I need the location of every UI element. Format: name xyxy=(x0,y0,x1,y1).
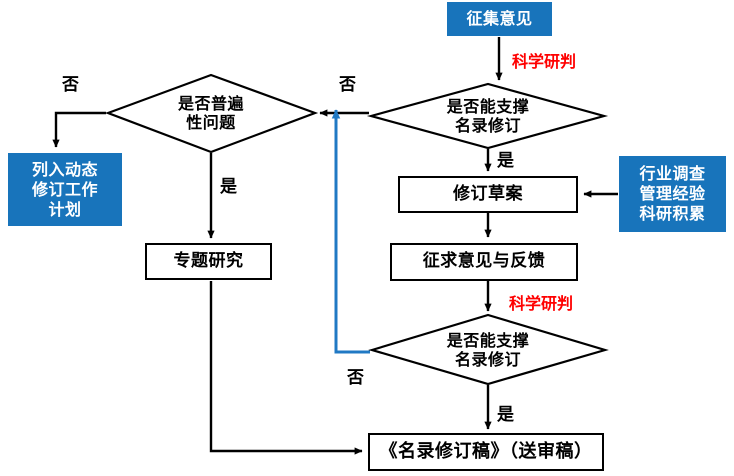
decision-support-bottom-line2: 名录修订 xyxy=(454,350,521,369)
label-yes-left: 是 xyxy=(220,177,237,197)
node-decision-support-bottom[interactable]: 是否能支撑 名录修订 xyxy=(408,322,568,378)
diamond-common-issue-shape xyxy=(104,73,319,154)
node-final-document[interactable]: 《名录修订稿》（送审稿） xyxy=(368,433,604,471)
diamond-support-bottom-shape xyxy=(368,313,609,386)
node-revision-draft-label: 修订草案 xyxy=(453,183,523,204)
industry-inputs-line3: 科研积累 xyxy=(639,204,706,223)
label-yes-bottom: 是 xyxy=(497,405,514,425)
dynamic-revision-plan-line1: 列入动态 xyxy=(31,159,98,179)
diamond-support-top-shape xyxy=(366,82,609,150)
label-no-top-right: 否 xyxy=(339,75,356,95)
node-special-research[interactable]: 专题研究 xyxy=(145,243,272,280)
edge-feedback-loop-blue xyxy=(331,109,370,354)
label-scientific-judgement-bottom: 科学研判 xyxy=(509,294,574,313)
dynamic-revision-plan-line3: 计划 xyxy=(48,199,82,219)
industry-inputs-line1: 行业调查 xyxy=(639,164,706,183)
node-solicit-feedback-label: 征求意见与反馈 xyxy=(422,251,546,272)
decision-common-issue-line1: 是否普遍 xyxy=(177,93,244,113)
node-decision-common-issue[interactable]: 是否普遍 性问题 xyxy=(136,85,286,141)
decision-support-top-line2: 名录修订 xyxy=(454,116,521,135)
label-yes-top-right: 是 xyxy=(497,151,514,171)
label-scientific-judgement-top: 科学研判 xyxy=(512,52,577,71)
node-decision-support-top[interactable]: 是否能支撑 名录修订 xyxy=(408,88,568,144)
edge-research-to-final xyxy=(209,281,363,455)
decision-support-top-line1: 是否能支撑 xyxy=(446,96,530,116)
edge-common-no-to-plan xyxy=(52,111,106,148)
label-no-bottom: 否 xyxy=(347,368,364,388)
node-collect-opinions[interactable]: 征集意见 xyxy=(447,2,552,36)
decision-support-bottom-line1: 是否能支撑 xyxy=(446,330,530,350)
node-special-research-label: 专题研究 xyxy=(173,250,244,271)
node-solicit-feedback[interactable]: 征求意见与反馈 xyxy=(390,243,578,281)
decision-common-issue-line2: 性问题 xyxy=(186,113,236,132)
industry-inputs-line2: 管理经验 xyxy=(639,184,706,203)
node-final-document-label: 《名录修订稿》（送审稿） xyxy=(379,440,593,462)
node-dynamic-revision-plan[interactable]: 列入动态 修订工作 计划 xyxy=(8,153,122,226)
node-collect-opinions-label: 征集意见 xyxy=(466,9,533,29)
node-industry-inputs[interactable]: 行业调查 管理经验 科研积累 xyxy=(619,156,726,232)
node-revision-draft[interactable]: 修订草案 xyxy=(398,176,578,213)
dynamic-revision-plan-line2: 修订工作 xyxy=(31,179,98,199)
label-no-top-left: 否 xyxy=(62,75,79,95)
